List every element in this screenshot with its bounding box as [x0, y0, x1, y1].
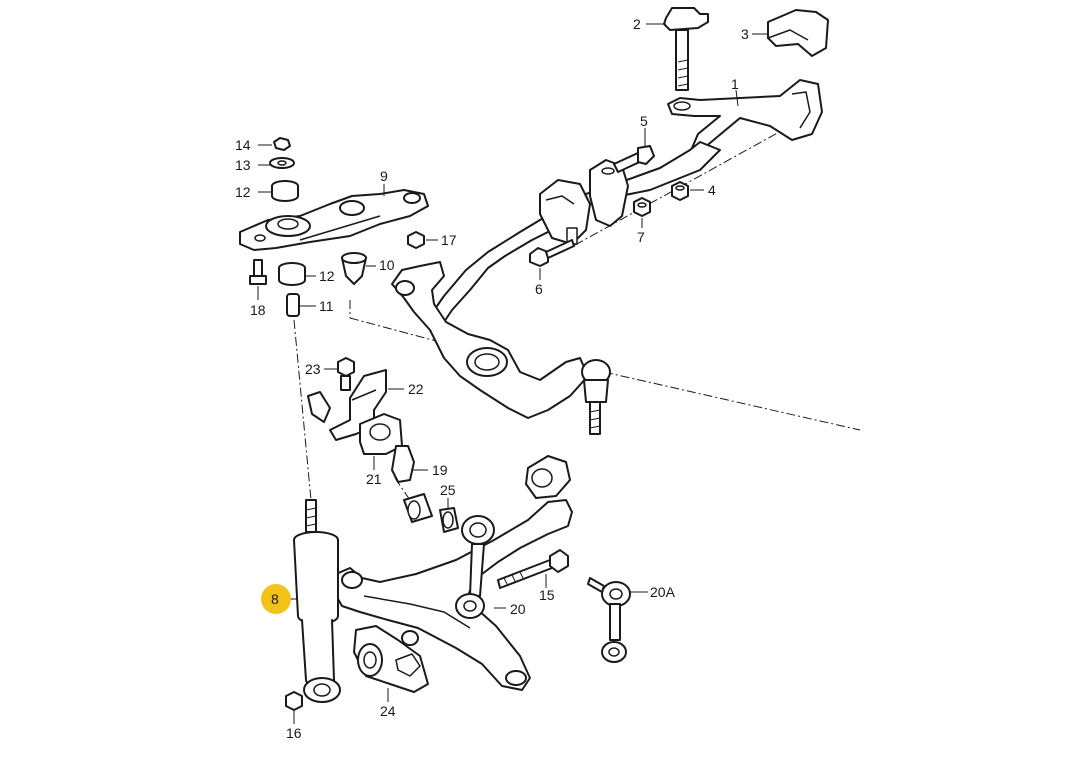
callout-20: 20 [510, 601, 526, 617]
part-15-bolt [497, 549, 569, 589]
part-25-bushing-pair [403, 493, 459, 533]
leader-lines [257, 23, 768, 724]
callout-22: 22 [408, 381, 424, 397]
callout-4: 4 [708, 182, 716, 198]
callout-17: 17 [441, 232, 457, 248]
callout-12-lower: 12 [319, 268, 335, 284]
stabilizer-bar [429, 141, 721, 323]
callout-19: 19 [432, 462, 448, 478]
callout-14: 14 [235, 137, 251, 153]
part-12-bushing-lower [278, 262, 306, 286]
callout-2: 2 [633, 16, 641, 32]
callout-8-highlight[interactable]: 8 [261, 584, 291, 614]
part-16-nut [285, 691, 303, 711]
callout-8[interactable]: 8 [271, 591, 279, 607]
callout-6: 6 [535, 281, 543, 297]
part-23-bolt [337, 357, 355, 391]
part-12-bushing-top [271, 180, 299, 202]
callout-13: 13 [235, 157, 251, 173]
ball-joint [581, 359, 611, 435]
callout-20a: 20A [650, 584, 676, 600]
callout-24: 24 [380, 703, 396, 719]
part-20a-link [587, 577, 631, 663]
part-8-shock-absorber [293, 499, 341, 703]
part-14-nut [273, 137, 291, 151]
part-1-arm [667, 79, 823, 149]
callout-10: 10 [379, 257, 395, 273]
part-21-bushing [359, 413, 403, 455]
part-2-bolt [663, 7, 709, 91]
callout-15: 15 [539, 587, 555, 603]
upper-control-arm [391, 261, 589, 419]
part-17-nut [407, 231, 425, 249]
part-6-bolt [529, 239, 575, 267]
callout-23: 23 [305, 361, 321, 377]
part-13-washer [269, 157, 295, 169]
part-24-bracket [353, 625, 429, 693]
callout-12-top: 12 [235, 184, 251, 200]
callout-18: 18 [250, 302, 266, 318]
part-7-nut [633, 197, 651, 217]
part-11-sleeve [286, 293, 300, 317]
callout-11: 11 [319, 298, 334, 314]
callout-16: 16 [286, 725, 302, 741]
callout-25: 25 [440, 482, 456, 498]
part-4-nut [671, 181, 689, 201]
callout-labels: 2 3 1 5 4 7 6 14 13 12 9 17 10 12 11 18 … [235, 16, 749, 741]
part-18-bolt [249, 259, 267, 285]
callout-21: 21 [366, 471, 382, 487]
part-20-link [455, 515, 495, 619]
highlight-marker[interactable] [261, 584, 291, 614]
part-19-bar-end [307, 391, 415, 483]
part-3-bracket [767, 9, 829, 57]
callout-9: 9 [380, 168, 388, 184]
part-9-plate [239, 189, 429, 251]
callout-5: 5 [640, 113, 648, 129]
callout-3: 3 [741, 26, 749, 42]
callout-1: 1 [731, 76, 739, 92]
callout-7: 7 [637, 229, 645, 245]
part-10-bump-stop [341, 252, 367, 285]
part-5-bolt [613, 145, 655, 173]
